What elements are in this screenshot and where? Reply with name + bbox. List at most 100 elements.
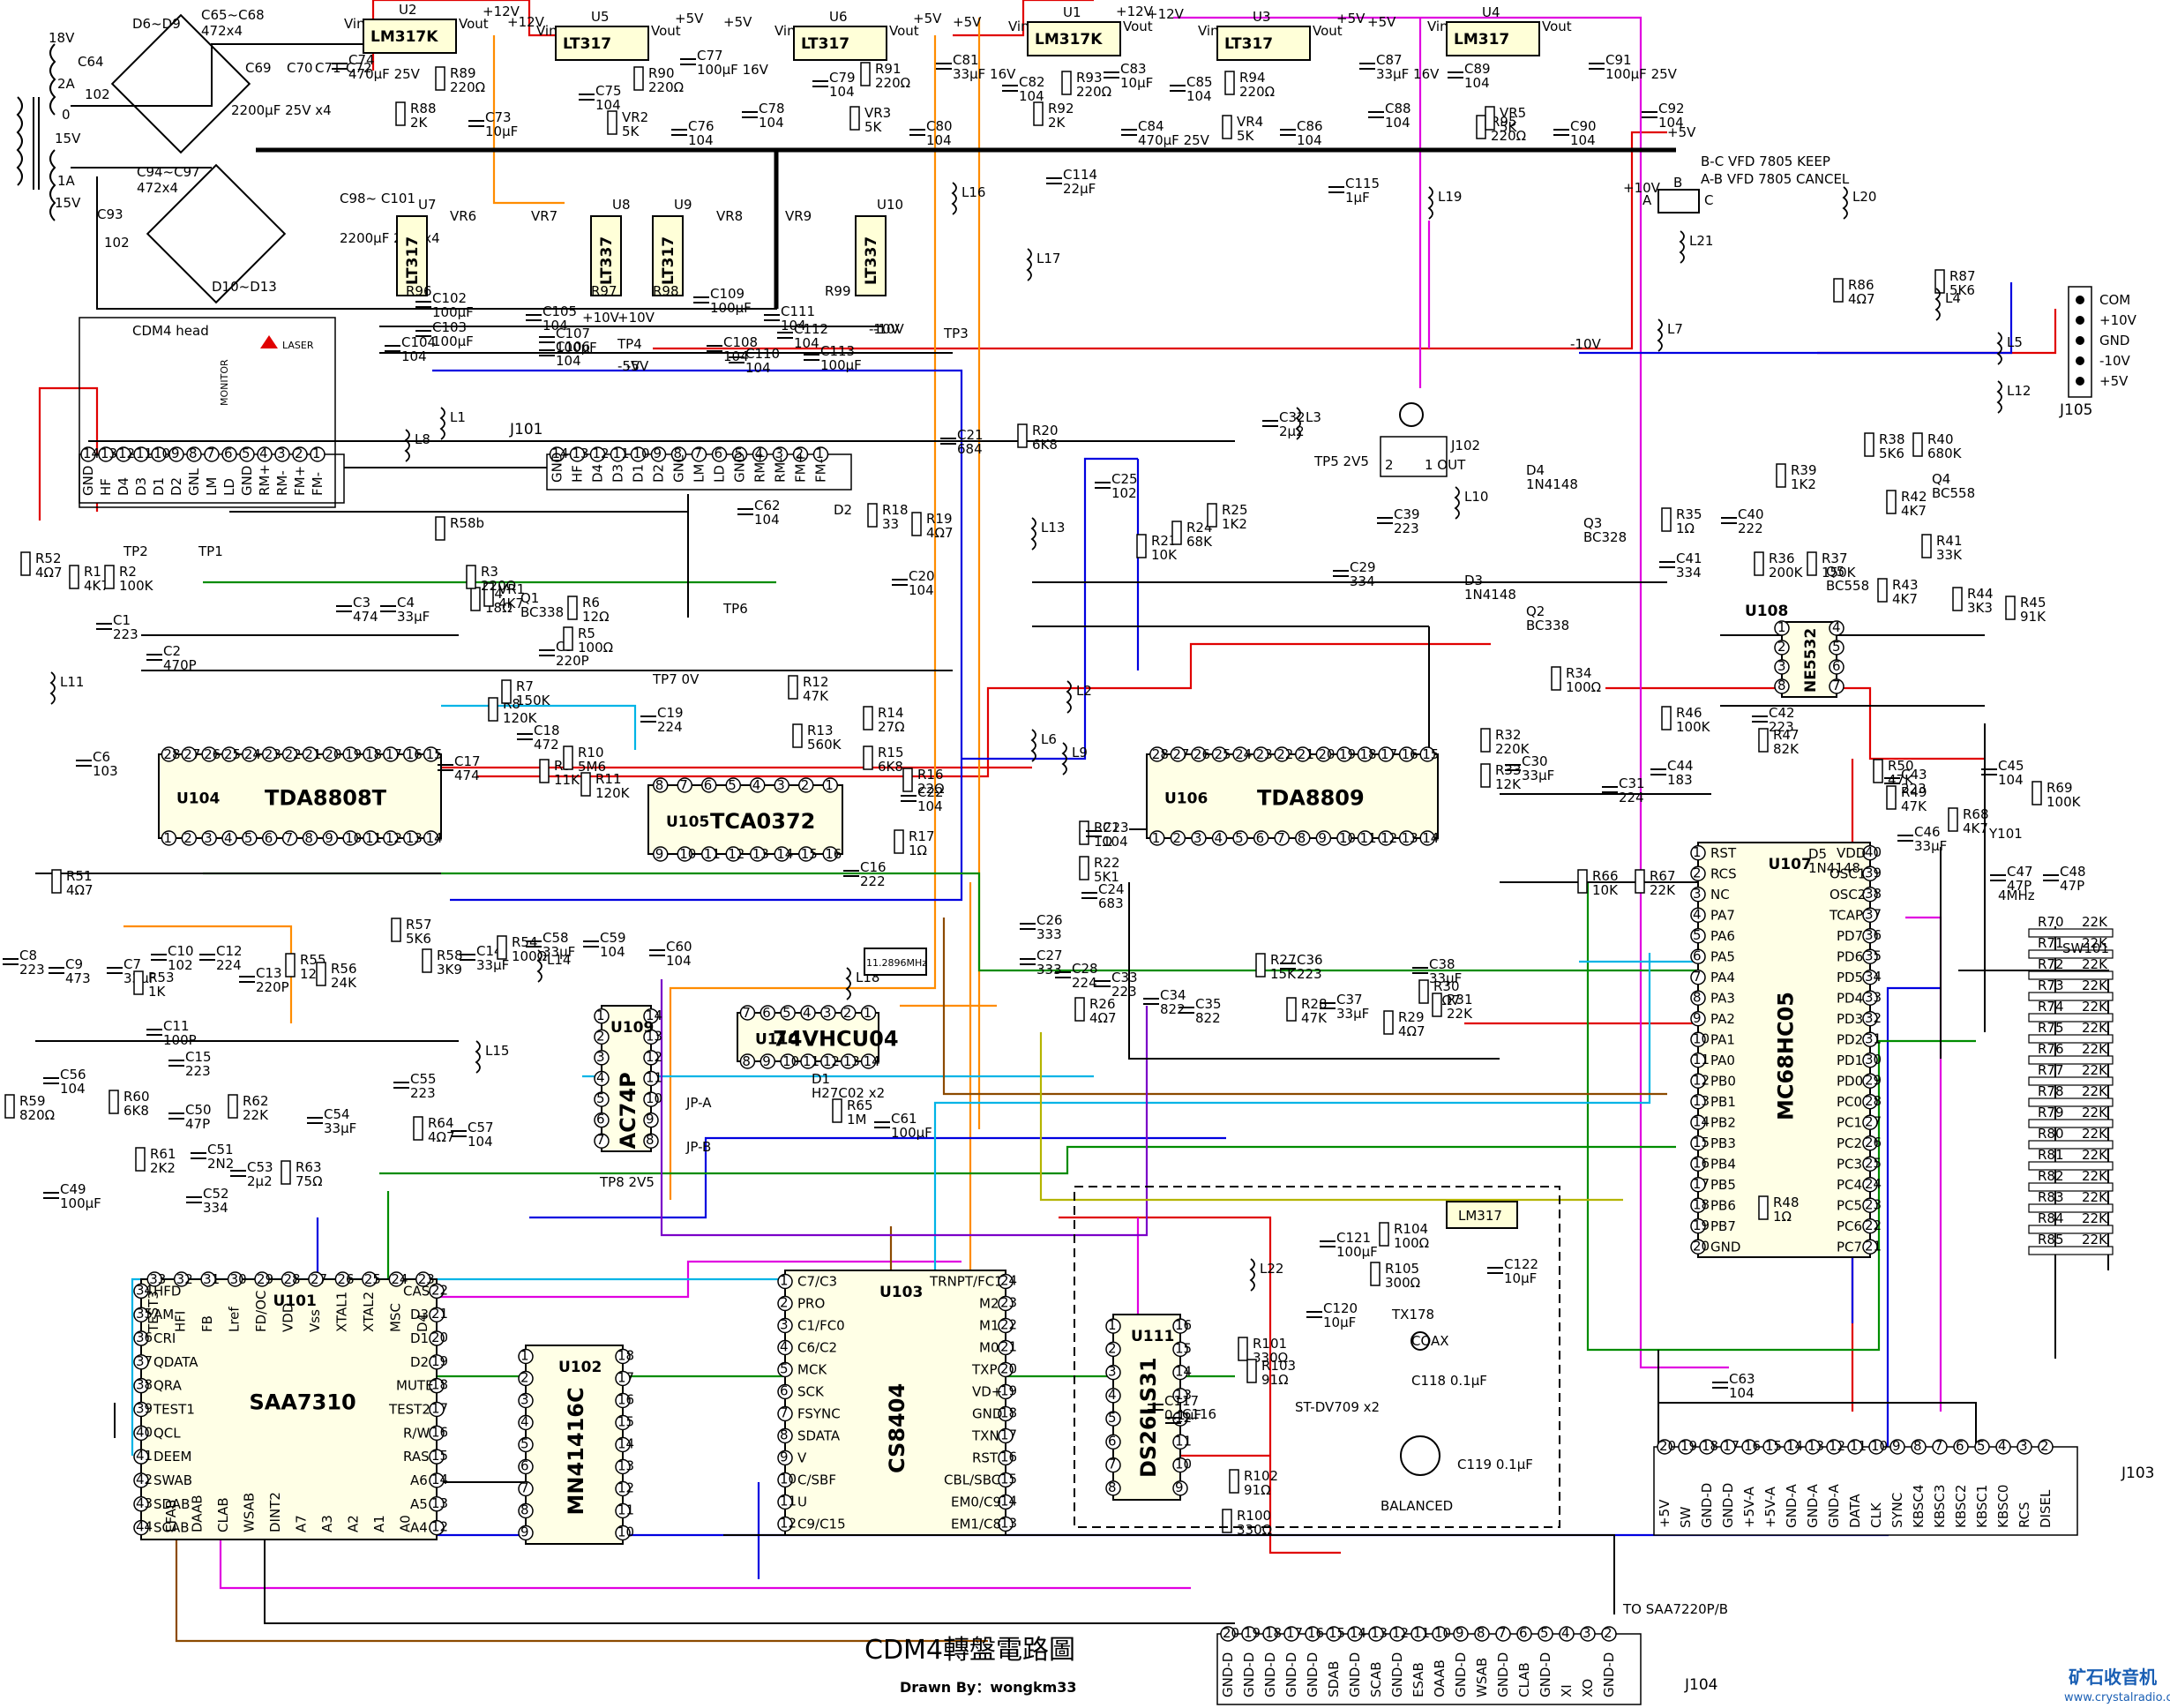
u109-ac74p-pin-11 [643, 1070, 659, 1087]
j104-connector-pin-name: GND-D [1601, 1652, 1617, 1697]
u101-saa7310-pin-16 [429, 1425, 445, 1442]
u107-mc68hc05-pin-name: PB5 [1710, 1177, 1736, 1193]
resistor-icon [422, 948, 432, 973]
u110-74vhcu04-pin-label: 8 [742, 1053, 751, 1069]
u101-bot-pin-name: A0 [397, 1515, 413, 1532]
u103-cs8404-pin-24 [998, 1273, 1014, 1290]
resistor-icon [104, 565, 115, 589]
regulator-ref: U5 [591, 9, 610, 25]
u107-mc68hc05-pin-33 [1862, 990, 1878, 1006]
y101-ref: Y101 [1988, 826, 2023, 842]
component-value: 100K [1676, 719, 1711, 735]
component-value: 47P [2060, 878, 2084, 894]
component-value: 104 [759, 115, 784, 131]
c70-label: C70 [287, 60, 313, 76]
c64-value: 102 [85, 86, 110, 102]
u103-cs8404-pin-name: EM1/C8 [951, 1517, 1001, 1532]
component-value: 22μF [1063, 181, 1096, 197]
u103-cs8404-pin-num: 19 [1000, 1383, 1017, 1399]
u102-mn41416c-pin-num: 9 [520, 1524, 529, 1540]
u107-mc68hc05-pin-name: PC4 [1837, 1177, 1862, 1193]
u106-tda8809-pin-label: 9 [1318, 830, 1327, 846]
component-value: 100μF [432, 304, 474, 320]
u107-mc68hc05-part: MC68HC05 [1774, 992, 1799, 1120]
u107-mc68hc05-pin-name: PD1 [1837, 1053, 1863, 1068]
u106-tda8809-pin-8 [1295, 830, 1311, 846]
component-value: 222 [1738, 521, 1763, 536]
j104-connector-pin-name: CLAB [1516, 1662, 1532, 1697]
u103-cs8404-body [784, 1270, 1006, 1536]
u101-bot-pin-name: A3 [319, 1515, 335, 1532]
component-ref: R29 [1398, 1009, 1425, 1025]
u102-mn41416c-pin-12 [615, 1480, 631, 1497]
u107-mc68hc05-pin-num: 27 [1865, 1113, 1882, 1129]
j104-connector-pin-num: 12 [1392, 1625, 1409, 1641]
u104-tda8808t-pin-2 [181, 830, 198, 846]
j103-connector-pin-name: KBSC0 [1995, 1485, 2011, 1528]
component-value: 4K7 [1892, 591, 1918, 607]
u102-mn41416c-pin-17 [615, 1370, 631, 1387]
component-ref: C1 [113, 612, 131, 628]
filter-bottom-ref: C98~ C101 [340, 191, 415, 206]
u111-ds26ls31-pin-num: 15 [1175, 1340, 1192, 1356]
component-value: 223 [185, 1063, 211, 1079]
u101-saa7310-pin-name: CRI [153, 1330, 176, 1346]
u106-tda8809-pin-28 [1149, 746, 1165, 762]
component-value: 224 [1072, 975, 1097, 991]
j103-connector-pin-num: 16 [1744, 1438, 1761, 1454]
component-ref: L9 [1072, 745, 1088, 760]
u107-mc68hc05-pin-num: 5 [1693, 927, 1702, 943]
component-ref: R46 [1676, 705, 1702, 721]
component-value: 223 [1769, 719, 1794, 735]
u103-cs8404-pin-5 [777, 1361, 793, 1378]
cdm4-head-pins-pin-num: 10 [153, 446, 170, 461]
resistor-icon [792, 723, 803, 748]
u110-74vhcu04-pin-label: 7 [742, 1005, 751, 1021]
u104-tda8808t-pin-label: 9 [325, 830, 333, 846]
j103-connector-pin-name: +5V-A [1762, 1486, 1778, 1528]
component-ref: L4 [1945, 290, 1961, 306]
test-point-2: TP5 2V5 [1313, 453, 1369, 469]
component-ref: C15 [185, 1049, 212, 1065]
component-ref: C56 [60, 1067, 86, 1082]
rail-label-10: -10V [1570, 336, 1601, 352]
u110-74vhcu04-pin-14 [860, 1053, 877, 1069]
u111-ds26ls31-pin-6 [1105, 1434, 1121, 1450]
u106-tda8809-pin-26 [1191, 746, 1207, 762]
u103-cs8404-pin-name: EM0/C9 [951, 1494, 1001, 1510]
u103-cs8404-pin-18 [998, 1405, 1014, 1422]
j104-connector-pin-num: 13 [1371, 1625, 1388, 1641]
bridge-bottom-label: D10~D13 [212, 279, 277, 295]
u107-mc68hc05-pin-name: PA1 [1710, 1031, 1735, 1047]
component-value: 104 [1186, 88, 1212, 104]
j102-pin-1: 1 OUT [1425, 457, 1466, 473]
component-value: 47P [185, 1116, 210, 1132]
component-ref: C23 [1103, 820, 1129, 835]
component-value: 75Ω [296, 1173, 323, 1189]
component-value: 3K9 [437, 962, 462, 978]
u103-cs8404-pin-num: 8 [780, 1427, 789, 1443]
cdm4-head-pins-pin [80, 446, 96, 462]
u107-mc68hc05-pin-22 [1862, 1218, 1878, 1234]
u104-tda8808t-pin-label: 2 [183, 830, 192, 846]
j104-connector-body [1216, 1633, 1642, 1705]
component-value: 470P [163, 657, 197, 673]
u111-ds26ls31-pin-10 [1172, 1457, 1188, 1473]
component-ref: R94 [1239, 70, 1266, 86]
component-ref: C108 [723, 334, 758, 350]
u106-tda8809-pin-15 [1419, 746, 1435, 762]
cdm4-head-pins-pin-name: GND [80, 466, 96, 496]
u107-mc68hc05-pin-name: PC2 [1837, 1135, 1862, 1151]
u107-mc68hc05-pin-num: 23 [1865, 1196, 1882, 1212]
